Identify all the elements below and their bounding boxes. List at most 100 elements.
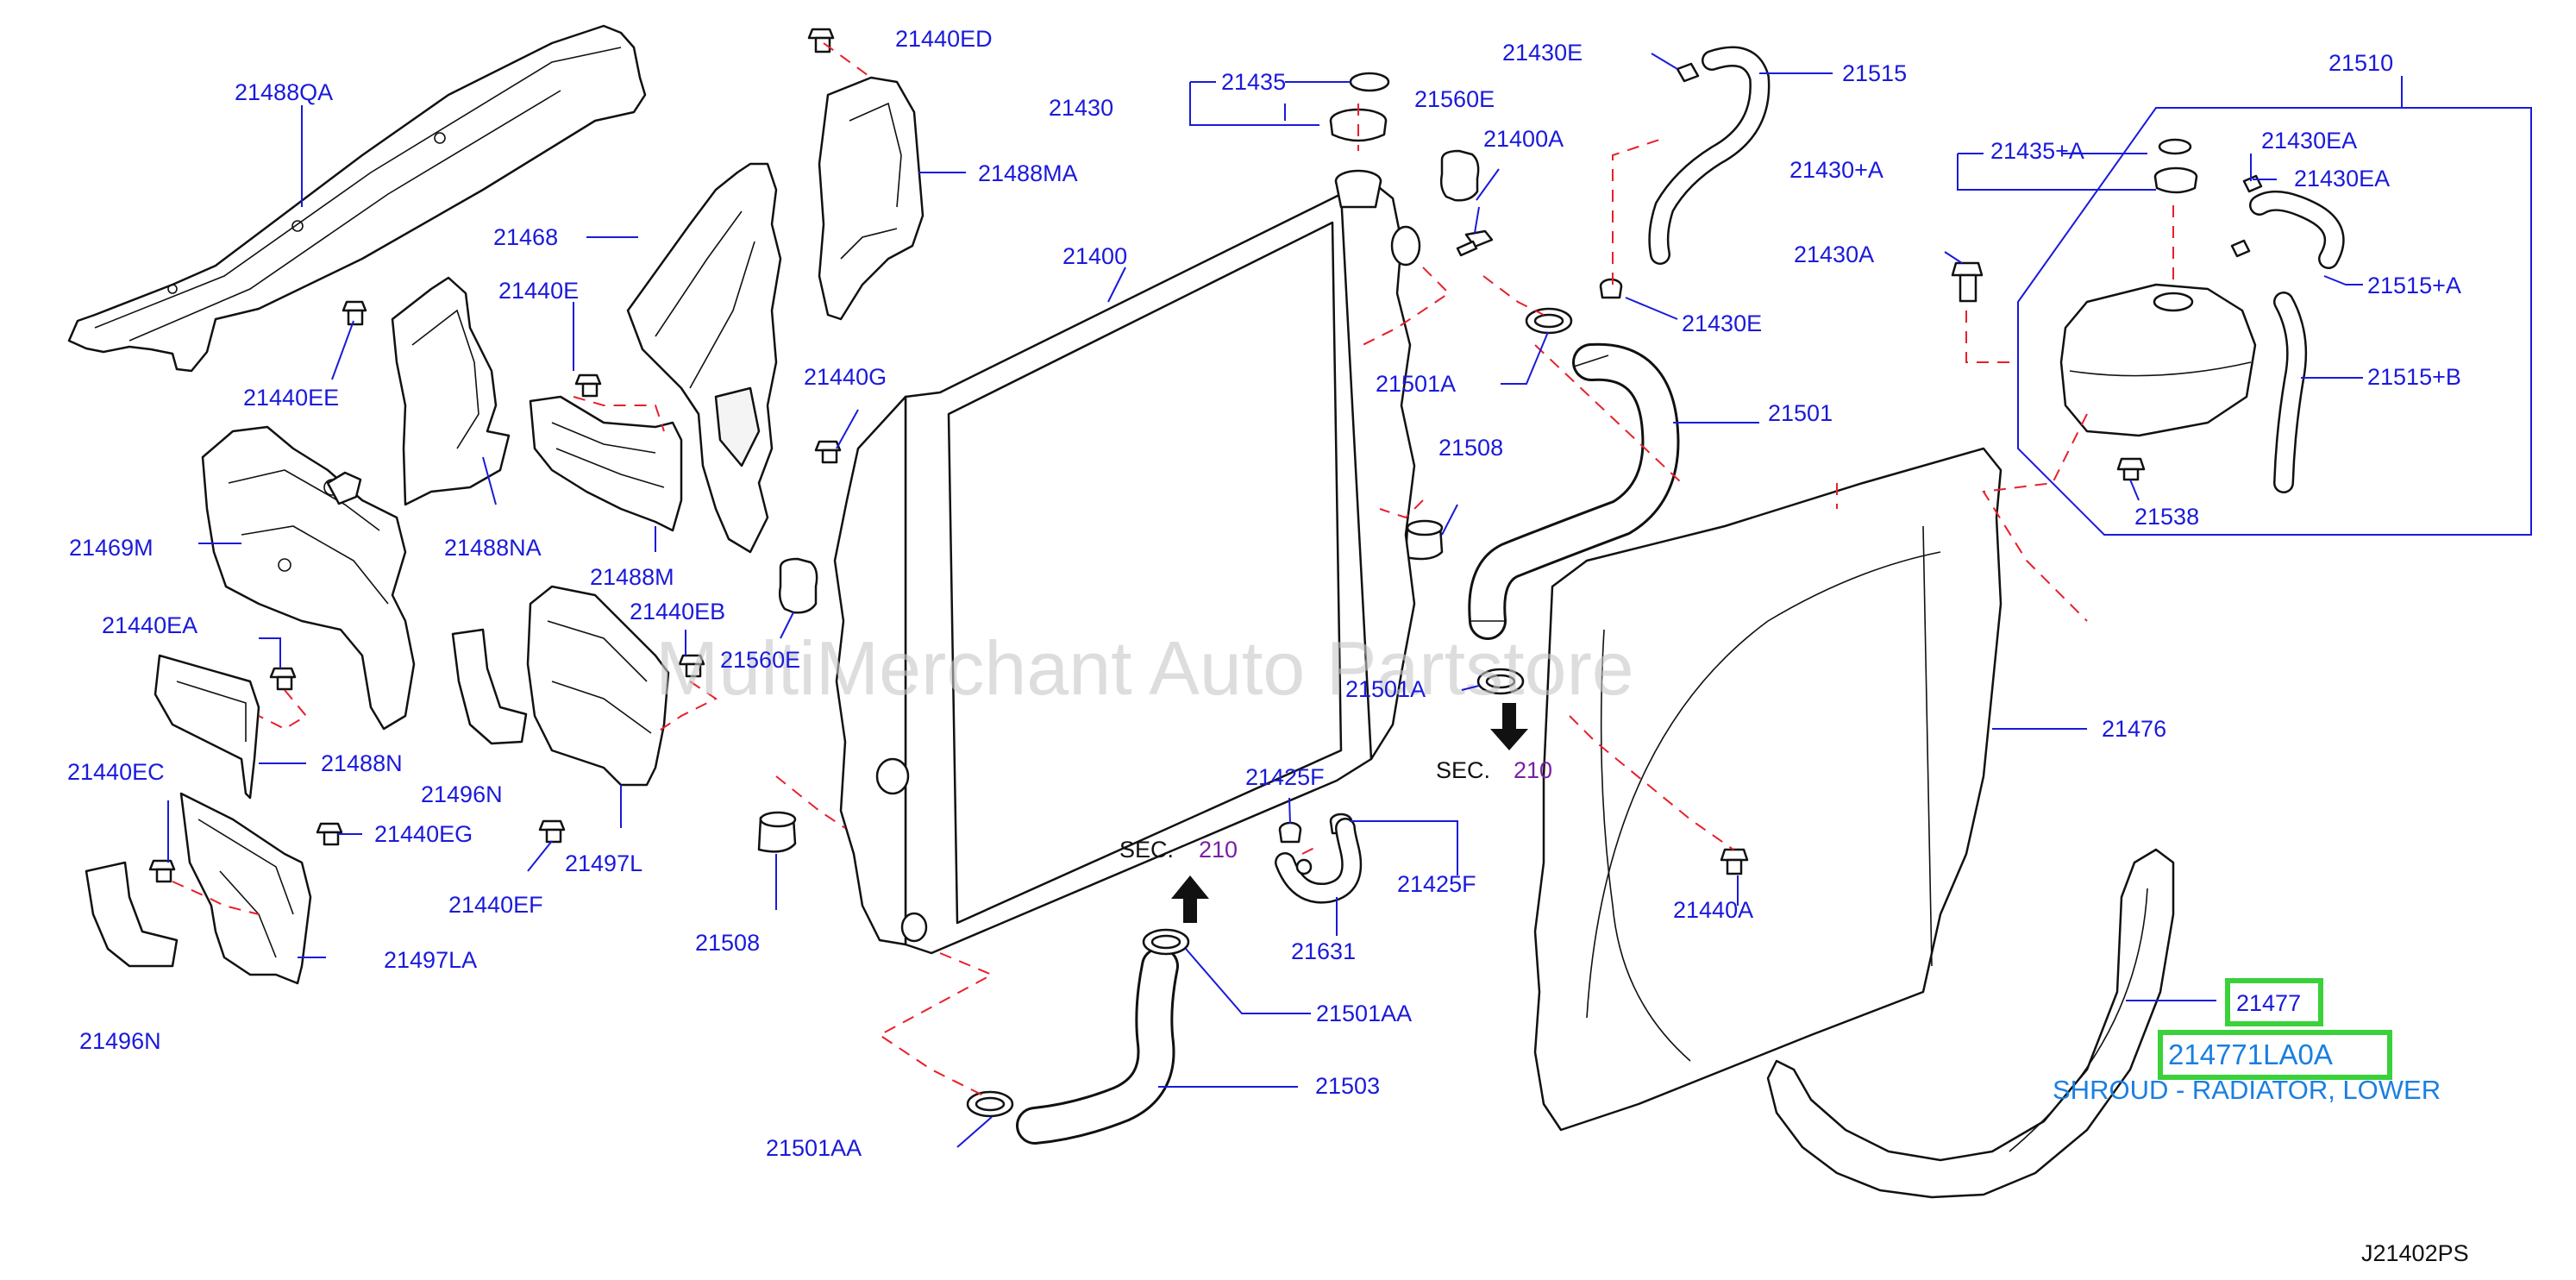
label-21440ED: 21440ED [895, 26, 993, 52]
label-21501A-a: 21501A [1376, 371, 1456, 397]
label-21508-b: 21508 [1438, 435, 1503, 461]
part-21497L-drawing [526, 585, 670, 787]
part-21430E-clip-a [1676, 62, 1700, 83]
label-21497LA: 21497LA [384, 947, 477, 973]
label-21440G: 21440G [804, 364, 887, 390]
part-21496N-seal-a [85, 861, 179, 968]
dashed-guides [172, 42, 2174, 1096]
label-21440EE: 21440EE [243, 385, 339, 411]
part-21435-seal [1349, 72, 1390, 92]
part-21508-grommet-a [757, 811, 797, 853]
part-21503-lower-hose [1016, 947, 1179, 1145]
label-21503: 21503 [1315, 1073, 1380, 1099]
label-21560E-a: 21560E [720, 647, 800, 673]
part-21440EE-clip [342, 300, 367, 326]
label-21476: 21476 [2102, 716, 2166, 742]
label-21497L: 21497L [565, 850, 642, 876]
part-21488QA-drawing [67, 24, 647, 373]
label-21430EA-a: 21430EA [2261, 128, 2357, 154]
part-21560E-mount-a [778, 557, 818, 614]
part-21501AA-clamp-b [966, 1090, 1014, 1118]
part-21440EG-clip [316, 822, 343, 846]
label-21430A-plus: 21430+A [1789, 157, 1883, 183]
part-21468-drawing [626, 162, 782, 554]
part-21440EA-clip [269, 667, 297, 691]
highlight-box-21477 [2225, 978, 2323, 1026]
label-21501: 21501 [1768, 400, 1833, 426]
label-21400: 21400 [1062, 243, 1127, 269]
part-21488MA-drawing [818, 76, 924, 321]
label-21560E-b: 21560E [1414, 86, 1495, 112]
part-21440E-clip [574, 373, 602, 398]
part-21515-hose [1648, 46, 1771, 265]
label-21400A: 21400A [1483, 126, 1564, 152]
label-21425F-a: 21425F [1245, 764, 1325, 790]
sec-number-a: 210 [1514, 757, 1552, 783]
label-21515B: 21515+B [2367, 364, 2461, 390]
part-21508-grommet-b [1404, 519, 1444, 561]
label-21501AA-b: 21501AA [766, 1135, 862, 1161]
part-21538-clip [2116, 457, 2146, 481]
label-21440EG: 21440EG [374, 821, 473, 847]
label-214771LA0A: 214771LA0A [2168, 1038, 2333, 1070]
part-21631-hose [1275, 818, 1363, 904]
part-21488M-drawing [529, 395, 683, 532]
sec-arrow-down [1490, 703, 1528, 750]
part-21430E-clip-b [1599, 278, 1623, 299]
label-21435: 21435 [1221, 69, 1286, 95]
watermark-text: MultiMerchant Auto Partstore [655, 625, 1634, 711]
part-21435A-cap [2153, 138, 2198, 194]
label-21488NA: 21488NA [444, 535, 542, 561]
part-21501-upper-hose [1468, 342, 1680, 640]
label-21430A: 21430A [1794, 242, 1874, 267]
label-21430: 21430 [1049, 95, 1113, 121]
part-21510-reservoir [2059, 283, 2257, 437]
label-21510: 21510 [2328, 50, 2393, 76]
label-21440EA: 21440EA [102, 612, 197, 638]
sec-arrow-up [1171, 875, 1209, 923]
label-21440EB: 21440EB [630, 599, 725, 624]
label-21430E-a: 21430E [1502, 40, 1583, 66]
label-21515A: 21515+A [2367, 273, 2461, 298]
part-21477-lower-shroud [1766, 848, 2175, 1199]
part-21488NA-drawing [391, 276, 511, 506]
part-21501A-clamp-a [1525, 307, 1573, 335]
label-21425F-b: 21425F [1397, 871, 1476, 897]
label-21488M: 21488M [590, 564, 674, 590]
label-21501A-b: 21501A [1345, 676, 1426, 702]
part-21440EF-clip [538, 819, 566, 844]
label-21440E: 21440E [498, 278, 579, 304]
label-21440A: 21440A [1673, 897, 1753, 923]
label-21430E-b: 21430E [1682, 311, 1762, 336]
leader-lines [167, 53, 2532, 1148]
part-21469M-drawing [201, 425, 416, 731]
part-21560E-mount-b [1439, 149, 1480, 202]
part-21501AA-clamp-a [1142, 928, 1190, 956]
label-21468: 21468 [493, 224, 558, 250]
label-21501AA-a: 21501AA [1316, 1001, 1412, 1026]
part-21515B-hose [2273, 292, 2308, 493]
label-21440EF: 21440EF [448, 892, 543, 918]
part-21400A-bolt [1456, 229, 1494, 257]
label-21496N-a: 21496N [79, 1028, 161, 1054]
part-21497LA-drawing [179, 792, 312, 985]
label-21477: 21477 [2236, 990, 2301, 1016]
highlight-box-214771LA0A [2158, 1030, 2392, 1080]
part-21430A-bolt [1951, 261, 1984, 303]
part-labels: 21488QA 21440EE 21469M 21440EA 21488N 21… [67, 26, 2461, 1161]
part-21400-radiator [833, 169, 1421, 955]
part-21425F-clamp-a [1278, 821, 1302, 844]
label-21538: 21538 [2134, 504, 2199, 530]
part-21440G-clip [814, 440, 842, 464]
part-21430EA-clips [2230, 174, 2263, 258]
shroud-description: SHROUD - RADIATOR, LOWER [2053, 1075, 2441, 1105]
label-21508-a: 21508 [695, 930, 760, 956]
label-21496N-b: 21496N [421, 781, 503, 807]
part-21488N-drawing [154, 654, 260, 800]
label-21488MA: 21488MA [978, 160, 1078, 186]
label-21469M: 21469M [69, 535, 154, 561]
sec-label-b: SEC. [1119, 837, 1174, 863]
label-21631: 21631 [1291, 938, 1356, 964]
part-21440EC-clip [148, 859, 176, 883]
